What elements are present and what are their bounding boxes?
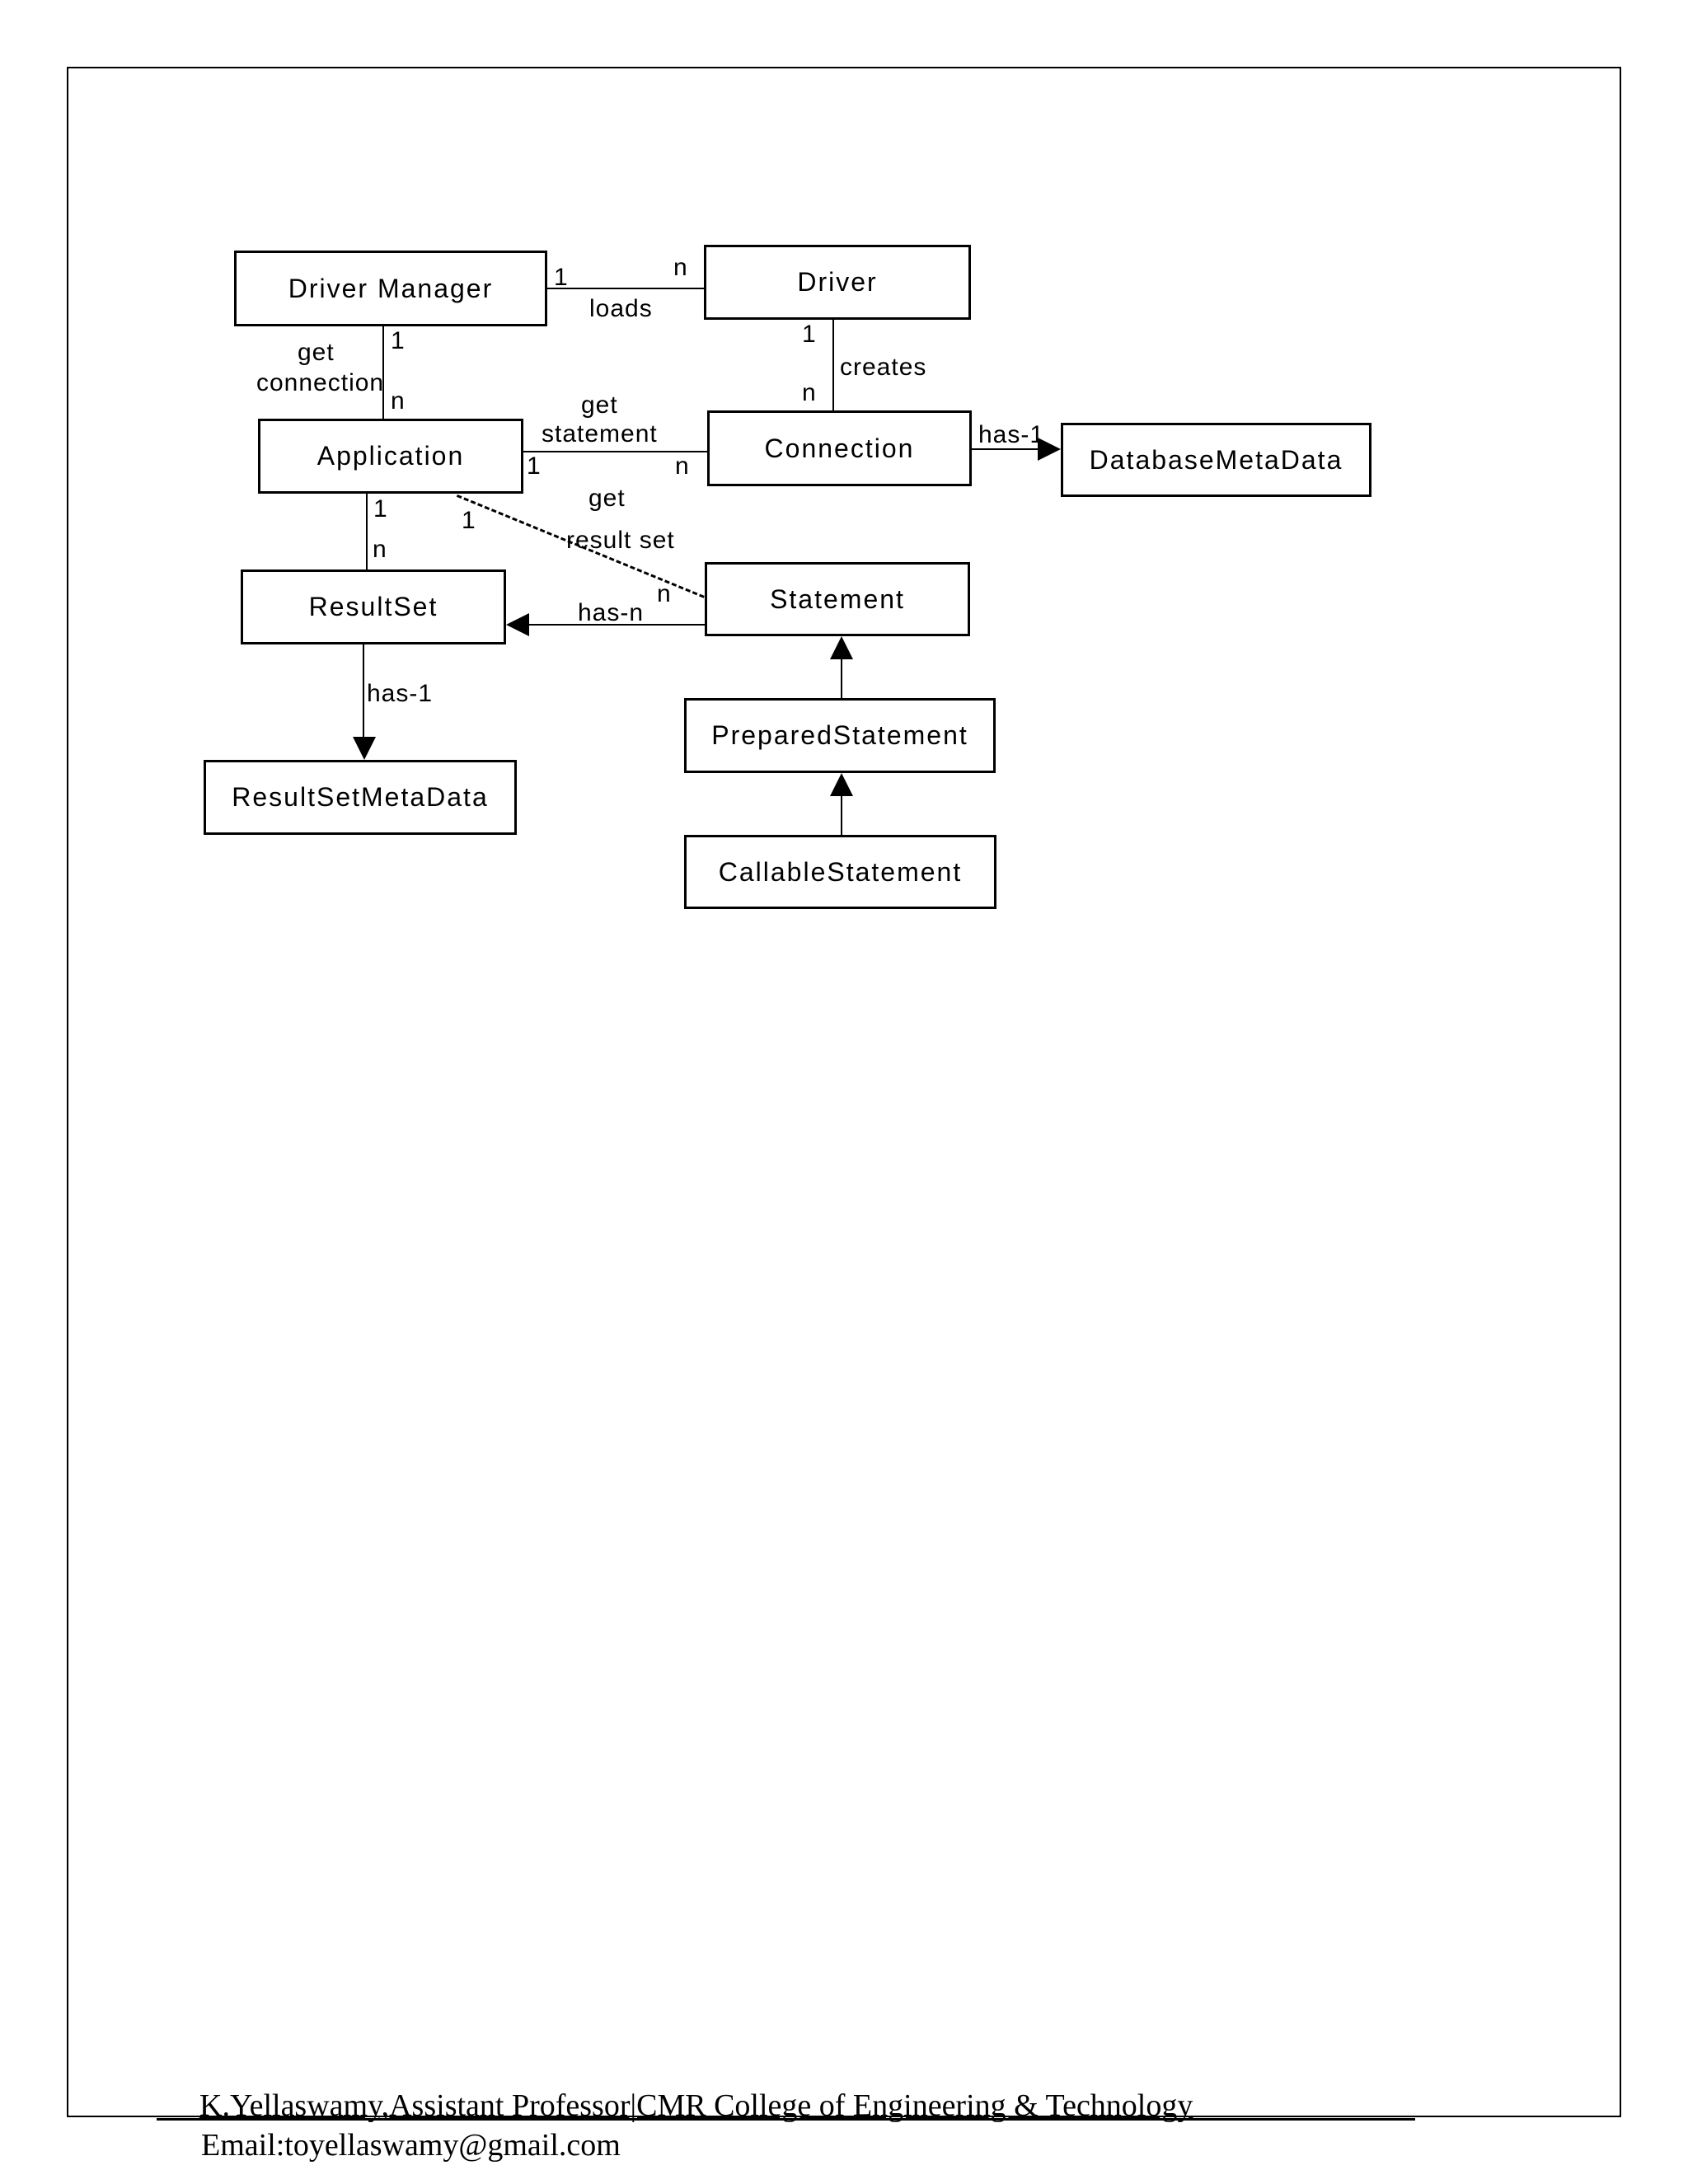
class-box-connection: Connection [707,410,972,486]
edge-has-1-rsmd-line [363,644,364,737]
class-box-prepared-statement: PreparedStatement [684,698,996,773]
class-box-database-meta-data: DatabaseMetaData [1061,423,1372,497]
footer-underline-rule [157,2118,1415,2121]
class-box-callable-statement: CallableStatement [684,835,996,909]
edge-label-has-1-rsmd: has-1 [367,680,434,707]
footer-line-2: Email:toyellaswamy@gmail.com [201,2128,621,2163]
edge-callable-statement-inherits-line [841,796,842,835]
edge-label-get-connection-line2: connection [256,369,385,396]
edge-label-get-connection-line1: get [298,339,335,366]
class-box-result-set: ResultSet [241,569,506,644]
edge-label-get-result-set-line1: get [588,485,626,512]
multiplicity-loads-n: n [673,254,688,281]
multiplicity-creates-n: n [802,379,817,406]
edge-get-connection-line [382,326,384,419]
class-box-driver-manager: Driver Manager [234,251,547,326]
edge-app-resultset-line [366,494,368,569]
class-box-application: Application [258,419,523,494]
arrowhead-up-to-prepared-statement [830,773,853,796]
multiplicity-get-result-set-1: 1 [462,507,476,534]
edge-label-get-statement-line2: statement [542,420,658,448]
edge-loads-line [547,288,704,289]
edge-has-1-dbmd-line [972,448,1041,450]
edge-prepared-statement-inherits-line [841,659,842,698]
multiplicity-app-resultset-n: n [373,536,387,563]
multiplicity-get-connection-1: 1 [391,327,406,354]
edge-get-statement-line [523,451,707,452]
class-box-statement: Statement [705,562,970,636]
arrowhead-right-to-database-meta-data [1038,438,1061,461]
edge-label-creates: creates [840,354,927,381]
edge-label-has-n: has-n [578,599,645,626]
multiplicity-get-connection-n: n [391,387,406,415]
multiplicity-creates-1: 1 [802,321,817,348]
edge-creates-line [832,320,834,410]
multiplicity-get-statement-n: n [675,452,690,480]
page-border [67,67,1621,2117]
edge-has-n-line [528,624,705,626]
multiplicity-get-result-set-n: n [657,580,672,607]
edge-label-get-statement-line1: get [581,391,618,419]
class-box-result-set-meta-data: ResultSetMetaData [204,760,517,835]
multiplicity-app-resultset-1: 1 [373,495,388,523]
arrowhead-left-to-result-set [506,613,529,636]
edge-label-loads: loads [589,295,653,322]
multiplicity-get-statement-1: 1 [527,452,542,480]
edge-label-has-1-dbmd: has-1 [978,421,1045,448]
arrowhead-down-to-result-set-meta-data [353,737,376,760]
multiplicity-loads-1: 1 [554,264,569,291]
footer-line-1: K.Yellaswamy,Assistant Professor|CMR Col… [199,2088,1193,2123]
edge-label-get-result-set-line2: result set [566,527,675,554]
arrowhead-up-to-statement [830,636,853,659]
class-box-driver: Driver [704,245,971,320]
